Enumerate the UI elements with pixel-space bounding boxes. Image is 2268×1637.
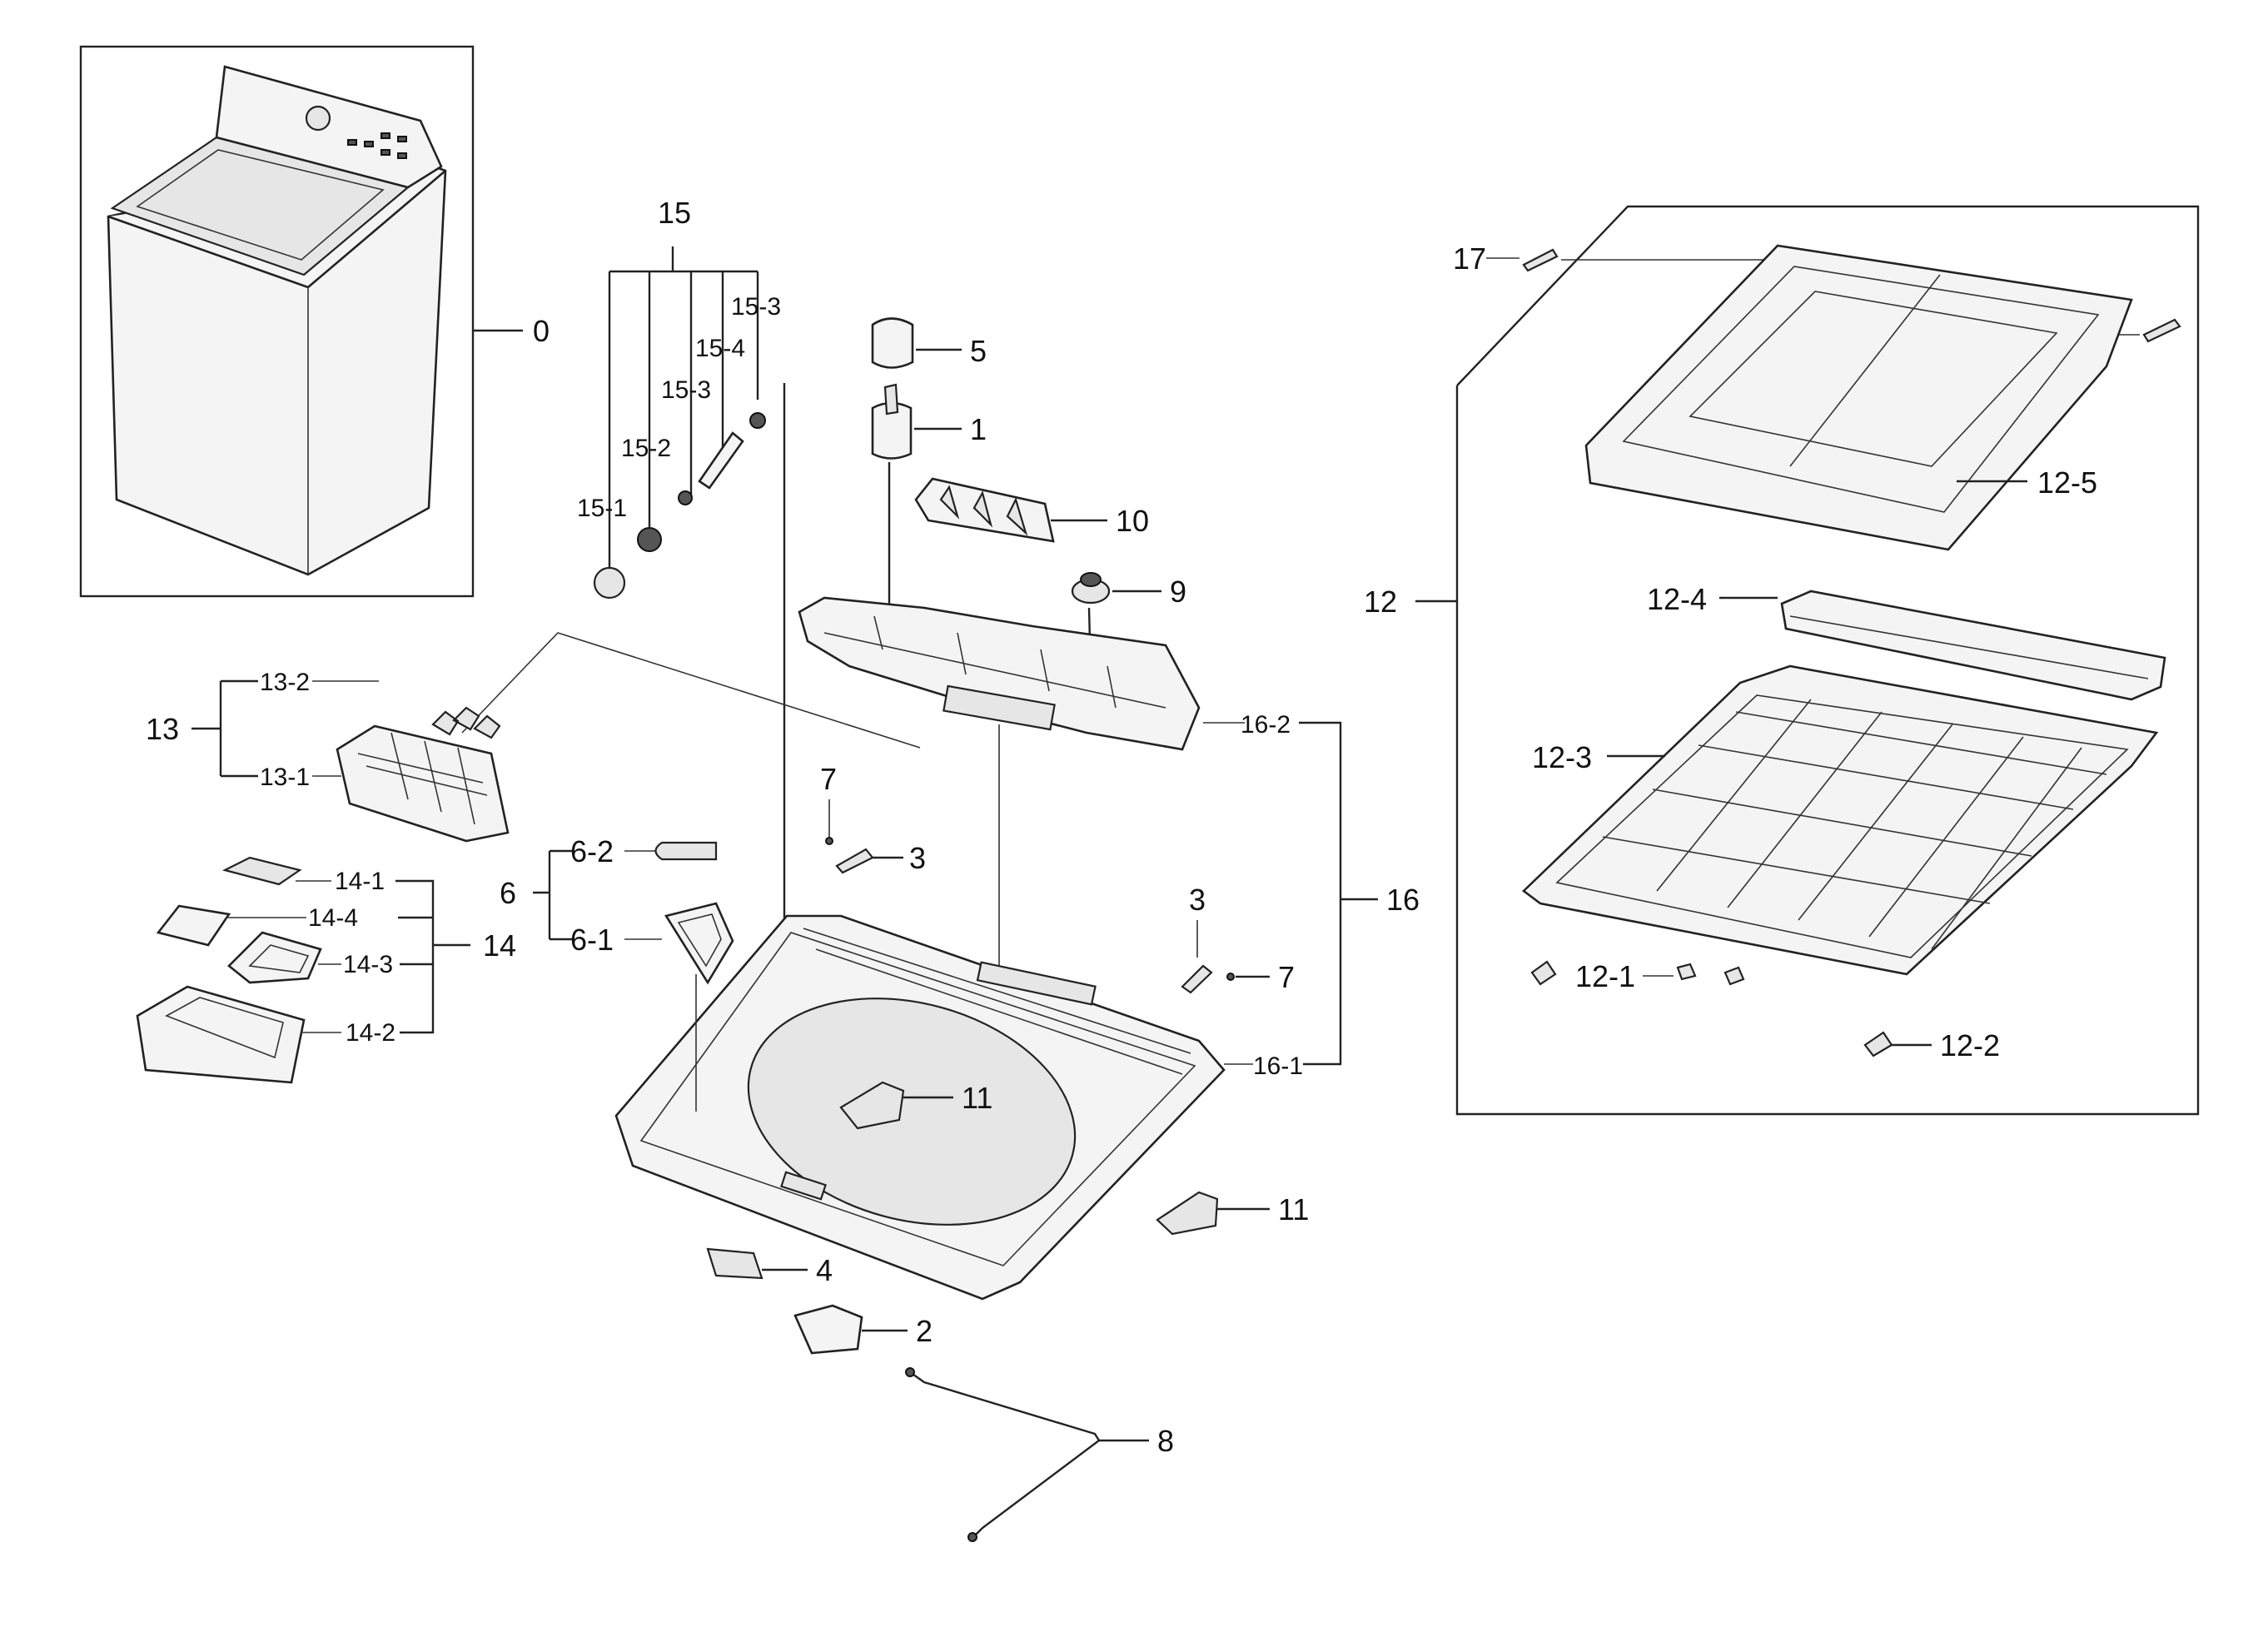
part-11-right: 11: [1156, 1191, 1309, 1236]
label-14-1: 14-1: [335, 868, 385, 895]
label-6-1: 6-1: [570, 923, 614, 957]
label-3-right: 3: [1189, 883, 1206, 917]
parts-3-7-right: 3 7: [1181, 883, 1295, 994]
label-2: 2: [916, 1314, 933, 1348]
label-12: 12: [1364, 585, 1397, 619]
label-14-3: 14-3: [343, 951, 393, 978]
label-12-2: 12-2: [1940, 1028, 2000, 1062]
label-7-right: 7: [1278, 960, 1295, 994]
label-1: 1: [970, 412, 987, 446]
label-15-1: 15-1: [577, 495, 627, 522]
label-10: 10: [1116, 504, 1149, 538]
small-parts-top: 5 1 10 9: [871, 317, 1186, 675]
part-group-14: 14-1 14-4 14-3 14-2 14: [136, 856, 516, 1084]
label-6: 6: [500, 876, 516, 910]
label-15-3-lower: 15-3: [661, 376, 711, 404]
label-13-1: 13-1: [260, 764, 310, 791]
label-16-1: 16-1: [1253, 1052, 1303, 1080]
label-15-2: 15-2: [621, 435, 671, 462]
label-16-2: 16-2: [1241, 711, 1291, 739]
label-0: 0: [533, 314, 550, 348]
label-7-left: 7: [820, 762, 837, 796]
label-13: 13: [146, 712, 179, 746]
part-group-15: 15 15-1 15-2 15-3 15-4 15-3: [577, 196, 786, 1082]
label-11-right: 11: [1278, 1192, 1309, 1227]
label-14-2: 14-2: [346, 1019, 395, 1047]
label-12-3: 12-3: [1532, 740, 1592, 774]
label-12-5: 12-5: [2037, 465, 2097, 500]
label-12-4: 12-4: [1647, 582, 1707, 616]
part-group-16: 16-2 16 16-1: [461, 596, 1420, 1080]
label-9: 9: [1170, 575, 1186, 609]
parts-3-7-left: 7 3: [820, 762, 926, 875]
label-14: 14: [483, 928, 516, 963]
label-6-2: 6-2: [570, 834, 614, 868]
label-14-4: 14-4: [308, 904, 358, 932]
label-8: 8: [1157, 1424, 1174, 1458]
label-16: 16: [1386, 883, 1420, 917]
top-cover: 11: [614, 914, 1226, 1301]
label-15-4: 15-4: [695, 335, 745, 362]
label-13-2: 13-2: [260, 669, 310, 696]
label-3-left: 3: [909, 841, 926, 875]
label-15: 15: [658, 196, 691, 230]
part-group-13: 13 13-2 13-1: [146, 669, 510, 843]
label-5: 5: [970, 334, 987, 368]
washer-overview: 0: [79, 45, 550, 598]
label-11-center: 11: [962, 1081, 992, 1115]
part-group-12: 12 17 12-5 12-4 12-3 12-1: [1364, 205, 2200, 1116]
label-15-3-upper: 15-3: [731, 293, 781, 321]
label-4: 4: [816, 1253, 833, 1287]
label-12-1: 12-1: [1575, 959, 1635, 993]
part-group-6: 6 6-2 6-1: [500, 834, 734, 1112]
label-17: 17: [1453, 241, 1486, 276]
parts-4-2-8: 4 2 8: [706, 1247, 1174, 1542]
